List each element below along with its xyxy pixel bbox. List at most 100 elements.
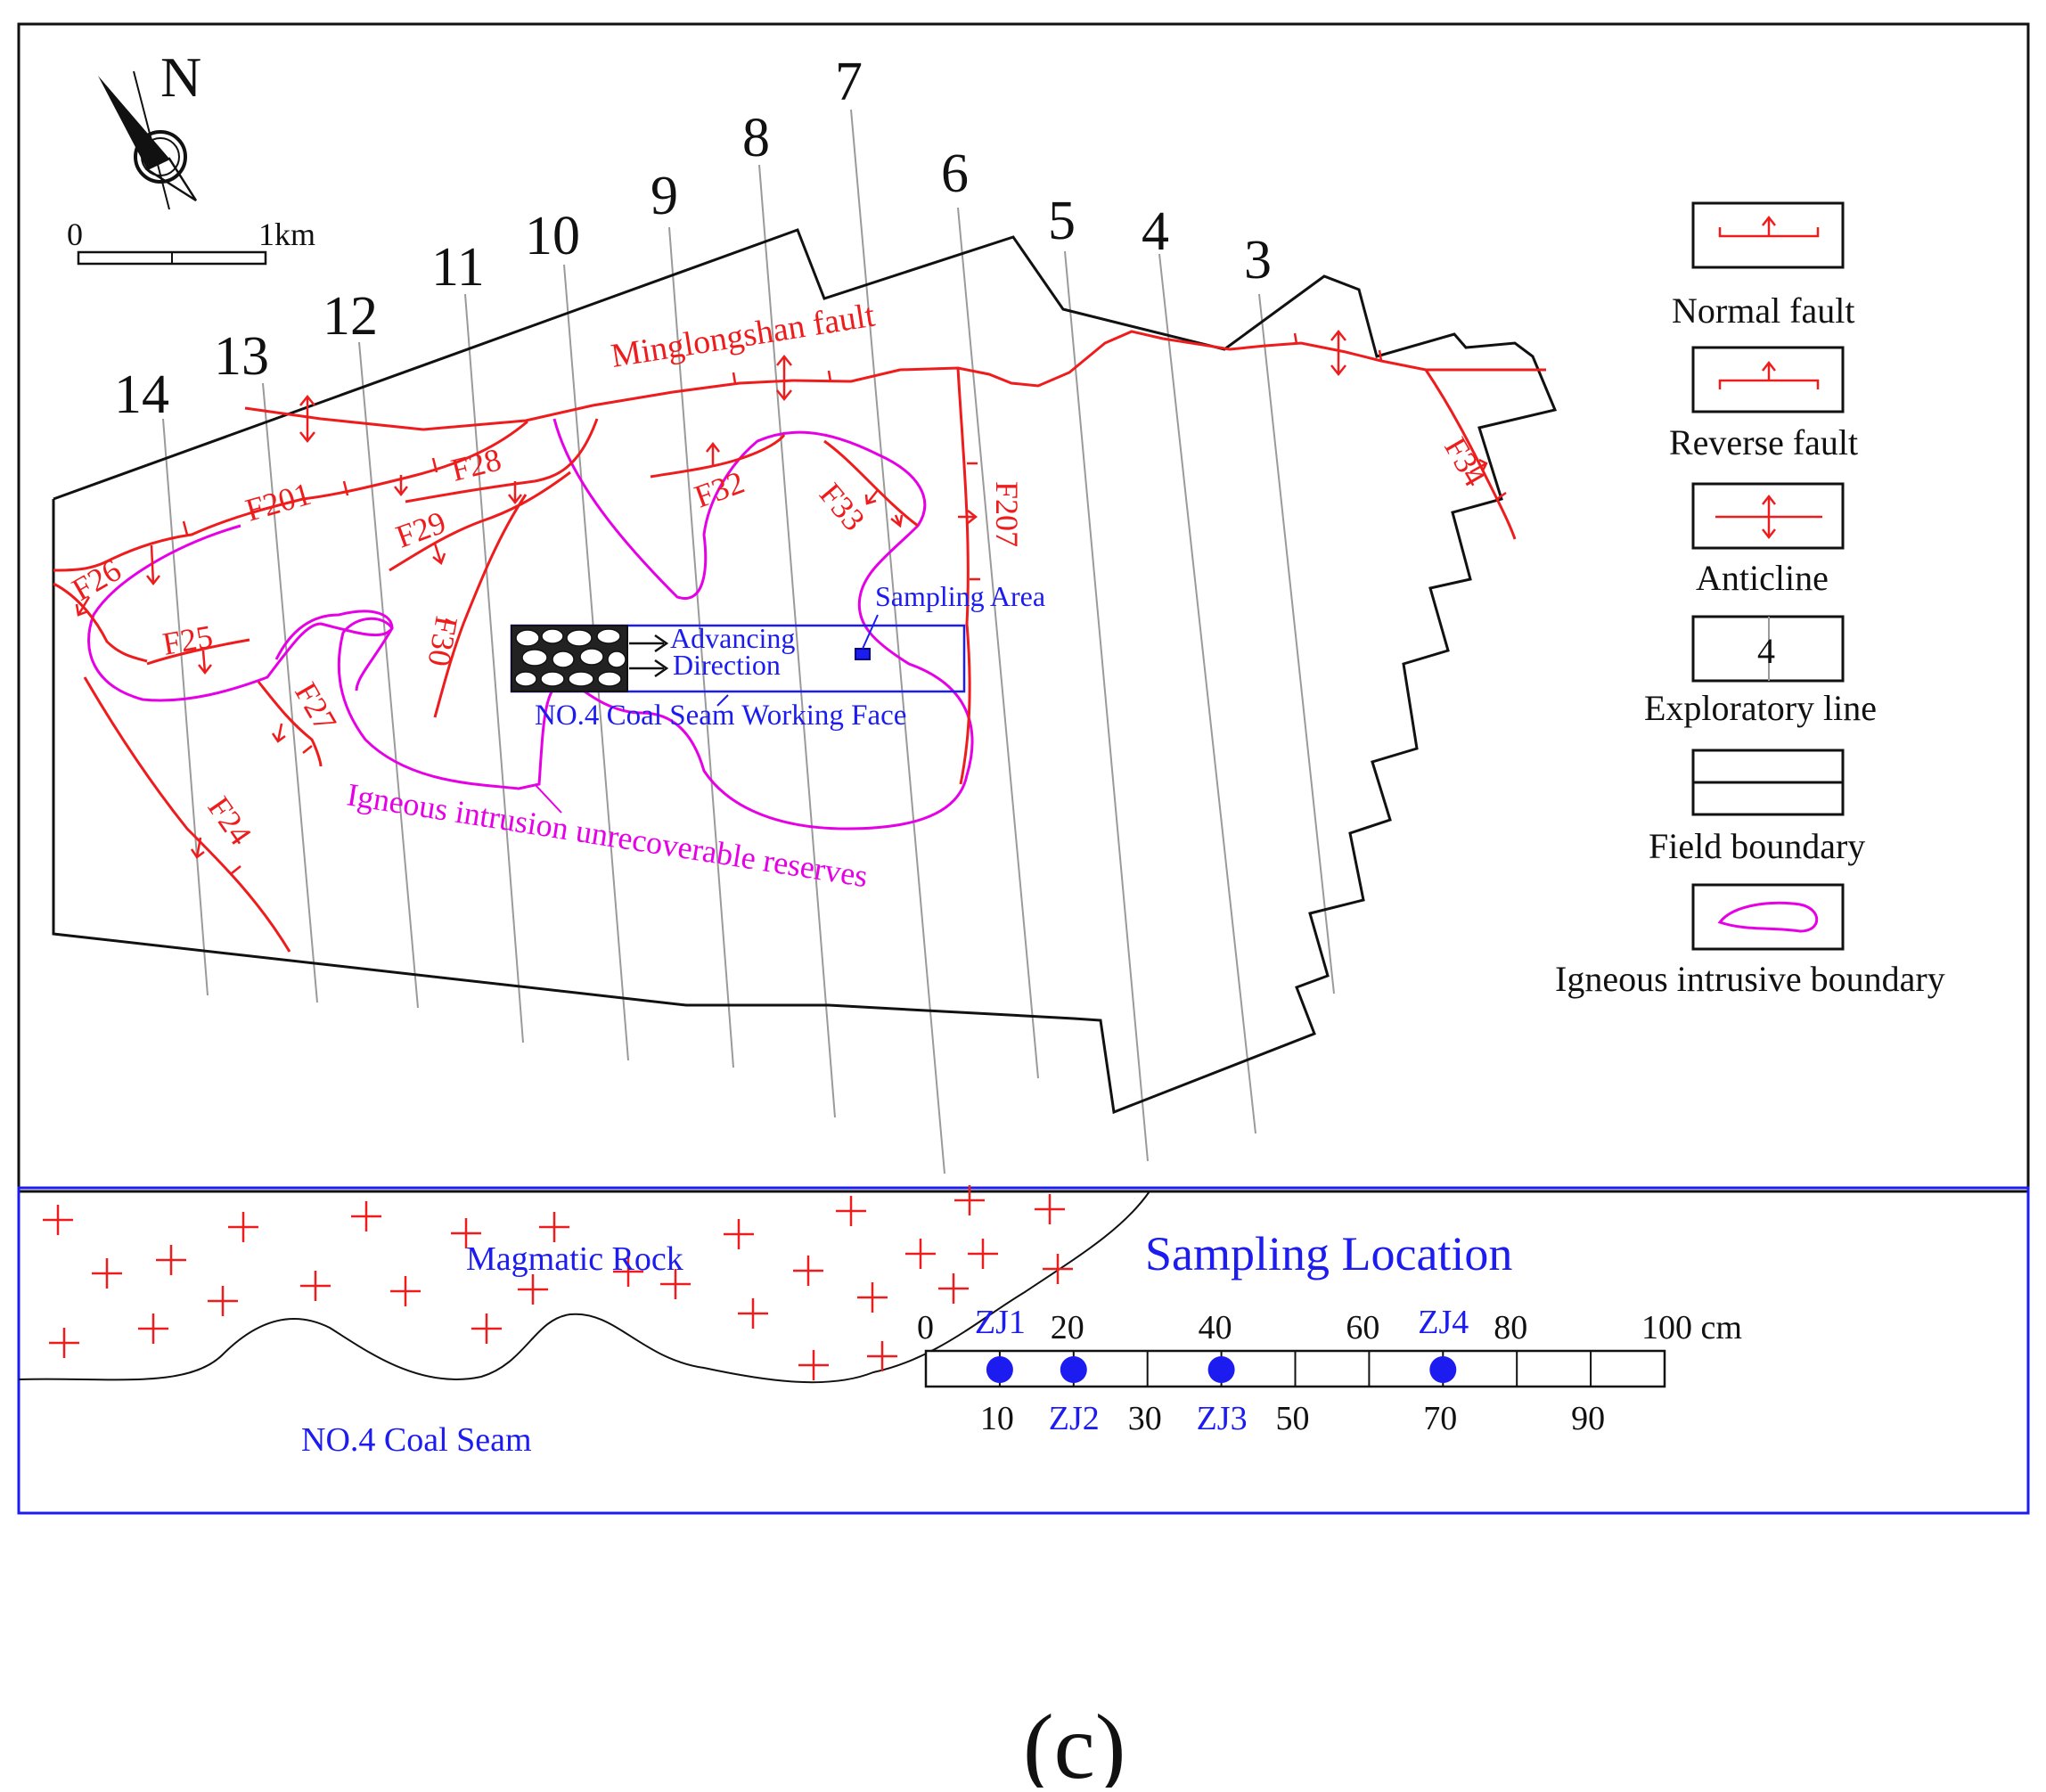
- anticline-symbols: [299, 329, 1346, 444]
- ruler-top-label: 40: [1199, 1309, 1232, 1346]
- advancing-label-line1: Advancing: [670, 622, 795, 654]
- anticline-icon-arrow-up: [1762, 494, 1776, 505]
- anticline-symbol: [1330, 329, 1346, 377]
- fault-arrow: [890, 514, 904, 528]
- advancing-direction-arrows: [629, 634, 669, 678]
- fault-arrow: [198, 650, 212, 675]
- exploratory-line-icon-number: 4: [1757, 631, 1775, 671]
- line-number-10: 10: [525, 206, 580, 266]
- exploratory-line-6: [957, 207, 1039, 1079]
- fault-label-f32: F32: [690, 464, 749, 515]
- fault-label-f29: F29: [391, 504, 450, 555]
- scale-bar-start-label: 0: [67, 217, 83, 252]
- fault-tick: [827, 370, 832, 382]
- exploratory-line-7: [850, 109, 945, 1174]
- advancing-label-line2: Direction: [673, 649, 781, 681]
- fault-f32: [650, 434, 786, 479]
- fault-f27: [257, 681, 323, 767]
- fault-label-f30: F30: [421, 614, 464, 669]
- magmatic-rock-crosses: [43, 1185, 1073, 1380]
- ruler-top-label: 100 cm: [1641, 1309, 1742, 1346]
- anticline-symbol: [776, 354, 792, 402]
- working-face-label: NO.4 Coal Seam Working Face: [535, 700, 906, 732]
- fault-arrow: [864, 489, 879, 505]
- ruler-bottom-label: 70: [1423, 1400, 1457, 1437]
- legend-label-igneous-boundary: Igneous intrusive boundary: [1555, 959, 1945, 999]
- line-number-4: 4: [1142, 201, 1169, 262]
- fault-arrow: [706, 441, 720, 465]
- line-number-9: 9: [651, 166, 678, 226]
- exploratory-line-13: [262, 382, 318, 1003]
- legend-item-exploratory-line: 4 Exploratory line: [1644, 615, 1877, 728]
- map-panel-frame: [17, 22, 2030, 1193]
- sampling-area-marker: [855, 648, 871, 660]
- legend-label-normal-fault: Normal fault: [1672, 290, 1855, 331]
- sample-label-zj2: ZJ2: [1049, 1400, 1100, 1437]
- compass-ring-icon: [134, 130, 187, 184]
- sample-point-zj2: [1060, 1356, 1087, 1383]
- fault-tick: [1378, 349, 1383, 362]
- scale-bar-end-label: 1km: [258, 217, 315, 252]
- fault-tick: [182, 520, 189, 536]
- fault-label-f207: F207: [989, 481, 1025, 547]
- fault-label-f27: F27: [288, 676, 344, 738]
- fault-tick: [1496, 491, 1507, 501]
- sampling-area-leader: [862, 614, 879, 650]
- fault-label-f33: F33: [813, 476, 872, 537]
- sample-point-zj4: [1429, 1356, 1457, 1383]
- fault-arrows: [75, 441, 1488, 859]
- fault-label-f24: F24: [201, 790, 258, 852]
- legend-label-anticline: Anticline: [1696, 558, 1829, 598]
- exploratory-line-5: [1064, 250, 1149, 1162]
- exploratory-line-11: [464, 293, 524, 1043]
- fault-arrow: [508, 481, 522, 505]
- igneous-boundary-main: [337, 418, 974, 831]
- legend-item-igneous-boundary: Igneous intrusive boundary: [1555, 883, 1945, 999]
- fault-tick: [732, 372, 737, 384]
- fault-arrow: [146, 544, 160, 586]
- line-number-3: 3: [1244, 230, 1272, 290]
- legend-item-normal-fault: Normal fault: [1672, 201, 1855, 331]
- fault-tick: [1293, 332, 1298, 345]
- north-compass: N: [98, 45, 201, 210]
- compass-needle-north-icon: [98, 76, 169, 169]
- sample-label-zj1: ZJ1: [975, 1304, 1026, 1341]
- fault-tick: [445, 618, 455, 626]
- line-number-7: 7: [835, 52, 863, 112]
- fault-ticks: [182, 332, 1507, 874]
- reverse-fault-icon-arrowhead: [1762, 360, 1776, 372]
- magmatic-rock-label: Magmatic Rock: [466, 1240, 683, 1278]
- fault-arrow: [75, 596, 91, 617]
- line-number-5: 5: [1048, 191, 1076, 251]
- fault-label-f28: F28: [447, 441, 504, 487]
- fault-tick: [302, 745, 313, 754]
- fault-arrow: [271, 723, 286, 743]
- sampling-panel-frame: [17, 1186, 2030, 1515]
- exploratory-line-14: [162, 418, 209, 996]
- compass-north-label: N: [160, 45, 201, 109]
- line-number-14: 14: [114, 364, 169, 425]
- scale-bar: 0 1km: [67, 217, 315, 266]
- anticline-symbol: [299, 394, 315, 444]
- fault-label-f34: F34: [1437, 431, 1494, 493]
- ruler-bottom-label: 10: [980, 1400, 1014, 1437]
- compass-inner-ring: [141, 137, 180, 176]
- line-number-8: 8: [742, 108, 770, 168]
- ruler-top-label: 80: [1494, 1309, 1527, 1346]
- line-number-13: 13: [214, 326, 269, 387]
- ruler-bottom-label: 30: [1128, 1400, 1162, 1437]
- exploratory-line-8: [758, 164, 836, 1118]
- fault-label-f201: F201: [241, 476, 315, 528]
- sample-label-zj4: ZJ4: [1418, 1304, 1469, 1341]
- igneous-intrusion-boundaries: [87, 418, 974, 831]
- ruler-top-label: 0: [917, 1309, 934, 1346]
- fault-arrow: [1469, 458, 1488, 474]
- fault-f24: [83, 676, 291, 953]
- faults: [53, 330, 1546, 953]
- coal-seam-label: NO.4 Coal Seam: [301, 1421, 532, 1459]
- fault-f26-segment: [53, 582, 148, 663]
